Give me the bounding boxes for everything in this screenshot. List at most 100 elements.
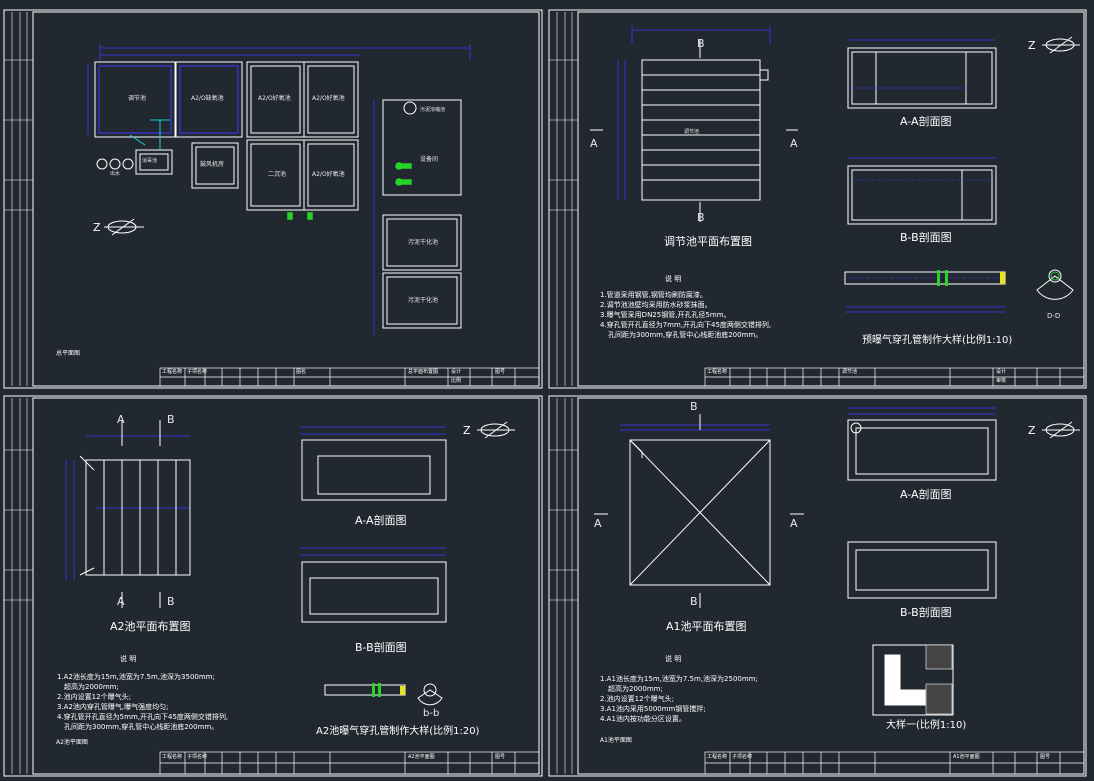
s2-section-label: D-D [1047, 312, 1061, 320]
s2-note-5: 孔间距为300mm,穿孔管中心线距池底200mm。 [608, 331, 763, 339]
north-arrow-1: Z [93, 218, 144, 236]
s3-a-top: A [117, 413, 125, 426]
room-label-7: 鼓风机房 [200, 161, 225, 168]
room-label-4: A2/O好氧池 [312, 95, 345, 102]
svg-text:Z: Z [93, 221, 101, 234]
s2-section-b-bottom: B [697, 211, 705, 224]
outlet-tag: 出水 [110, 171, 121, 177]
tb1-cell-7: 图号 [495, 369, 506, 375]
s3-b-top: B [167, 413, 175, 426]
sheet-2-inner-frame [577, 11, 1085, 387]
s2-aa-title: A-A剖面图 [900, 115, 952, 128]
s4-note-heading: 说 明 [665, 655, 682, 663]
s4-b-bottom: B [690, 595, 698, 608]
sheet-4-frame [548, 395, 1087, 777]
tb4-cell-4: 图号 [1040, 754, 1051, 760]
s4-note-4: 3.A1池内采用5000mm钢管搅拌; [600, 705, 706, 713]
tb4-cell-3: A1池平面图 [953, 754, 980, 760]
tb1-cell-5: 设计 [451, 369, 462, 375]
s3-a-bottom: A [117, 595, 125, 608]
room-label-9: 设备间 [420, 156, 439, 163]
s3-note-2: 超高为2000mm; [64, 683, 119, 691]
sheet-4-a1-tank [594, 407, 997, 716]
s4-a-right: A [790, 517, 798, 530]
margin-tables [4, 12, 578, 774]
sheet-3-a2-tank [65, 420, 447, 706]
s2-note-2: 2.调节池池壁均采用防水砂浆抹面。 [600, 301, 712, 309]
s3-detail-title: A2池曝气穿孔管制作大样(比例1:20) [316, 726, 480, 737]
tb2-cell-2: 调节池 [842, 369, 858, 375]
svg-text:Z: Z [1028, 424, 1036, 437]
tb2-cell-3: 设计 [996, 369, 1007, 375]
title-blocks [159, 367, 1085, 775]
room-label-12: 污泥浓缩池 [420, 107, 446, 113]
s4-b-top: B [690, 400, 698, 413]
s3-note-5: 4.穿孔管开孔直径为5mm,开孔向下45度两侧交错排列, [57, 713, 229, 721]
room-label-11: 污泥干化池 [408, 297, 439, 304]
room-label-5: 二沉池 [268, 171, 287, 178]
s4-note-1: 1.A1池长度为15m,池宽为7.5m,池深为2500mm; [600, 675, 758, 683]
s3-note-4: 3.A2池内穿孔管曝气,曝气强度均匀; [57, 703, 169, 711]
sheet-2-frame [548, 9, 1087, 389]
svg-text:Z: Z [463, 424, 471, 437]
tb1-cell-1: 工程名称 [162, 369, 183, 375]
tb1-cell-4: 总平面布置图 [408, 369, 439, 375]
sheet-2-regulating-tank [590, 26, 1074, 313]
sheet-1-inner-frame [32, 11, 540, 387]
room-label-3: A2/O好氧池 [258, 95, 291, 102]
tb2-cell-4: 审核 [996, 378, 1007, 384]
s2-note-4: 4.穿孔管开孔直径为7mm,开孔向下45度两侧交错排列, [600, 321, 772, 329]
sheet-3-frame [3, 395, 543, 777]
s4-note-3: 2.池内设置12个曝气头; [600, 695, 674, 703]
tb1-cell-3: 图名 [296, 369, 307, 375]
s3-bb-title: B-B剖面图 [355, 641, 407, 654]
s4-detail-title: 大样一(比例1:10) [886, 720, 967, 731]
s2-note-1: 1.管道采用钢管,钢管均刷防腐漆。 [600, 291, 707, 299]
s3-bb-small: b-b [423, 708, 440, 719]
s2-detail-title: 预曝气穿孔管制作大样(比例1:10) [862, 335, 1013, 346]
s2-note-3: 3.曝气管采用DN25钢管,开孔孔径5mm。 [600, 311, 731, 319]
sheet-1-note: 总平面图 [56, 350, 81, 357]
s4-plan-title: A1池平面布置图 [666, 620, 747, 633]
s2-note-heading: 说 明 [665, 275, 682, 283]
s2-section-a-left: A [590, 137, 598, 150]
s3-note-6: 孔间距为300mm,穿孔管中心线距池底200mm。 [64, 723, 219, 731]
s3-note-3: 2.池内设置12个曝气头; [57, 693, 131, 701]
s3-note-1: 1.A2池长度为15m,池宽为7.5m,池深为3500mm; [57, 673, 215, 681]
s3-note-heading: 说 明 [120, 655, 137, 663]
s3-plan-title: A2池平面布置图 [110, 620, 191, 633]
s3-b-bottom: B [167, 595, 175, 608]
tb1-cell-2: 子项名称 [187, 369, 208, 375]
s4-footer-note: A1池平面图 [600, 737, 632, 744]
s3-footer-note: A2池平面图 [56, 739, 88, 746]
room-label-1: 调节池 [128, 95, 147, 102]
room-label-2: A2/O缺氧池 [191, 95, 224, 102]
tb3-cell-1: 工程名称 [162, 754, 183, 760]
tb4-cell-1: 工程名称 [707, 754, 728, 760]
s2-pool-label: 调节池 [684, 129, 700, 135]
s4-note-5: 4.A1池内按功能分区设置。 [600, 715, 686, 723]
tb3-cell-4: 图号 [495, 754, 506, 760]
room-label-8: 消毒池 [142, 158, 158, 164]
north-arrow-4: Z [1028, 421, 1080, 439]
s4-bb-title: B-B剖面图 [900, 606, 952, 619]
tb2-cell-1: 工程名称 [707, 369, 728, 375]
sheet-1-site-plan [87, 44, 471, 335]
room-label-6: A2/O好氧池 [312, 171, 345, 178]
north-arrow-2: Z [1028, 36, 1080, 54]
s2-section-b-top: B [697, 37, 705, 50]
s2-bb-title: B-B剖面图 [900, 231, 952, 244]
north-arrow-3: Z [463, 421, 515, 439]
s2-section-a-right: A [790, 137, 798, 150]
room-label-10: 污泥干化池 [408, 239, 439, 246]
tb4-cell-2: 子项名称 [732, 754, 753, 760]
svg-text:Z: Z [1028, 39, 1036, 52]
s4-a-left: A [594, 517, 602, 530]
tb3-cell-2: 子项名称 [187, 754, 208, 760]
s2-plan-title: 调节池平面布置图 [664, 235, 752, 248]
s4-aa-title: A-A剖面图 [900, 488, 952, 501]
s3-aa-title: A-A剖面图 [355, 514, 407, 527]
tb3-cell-3: A2池平面图 [408, 754, 435, 760]
